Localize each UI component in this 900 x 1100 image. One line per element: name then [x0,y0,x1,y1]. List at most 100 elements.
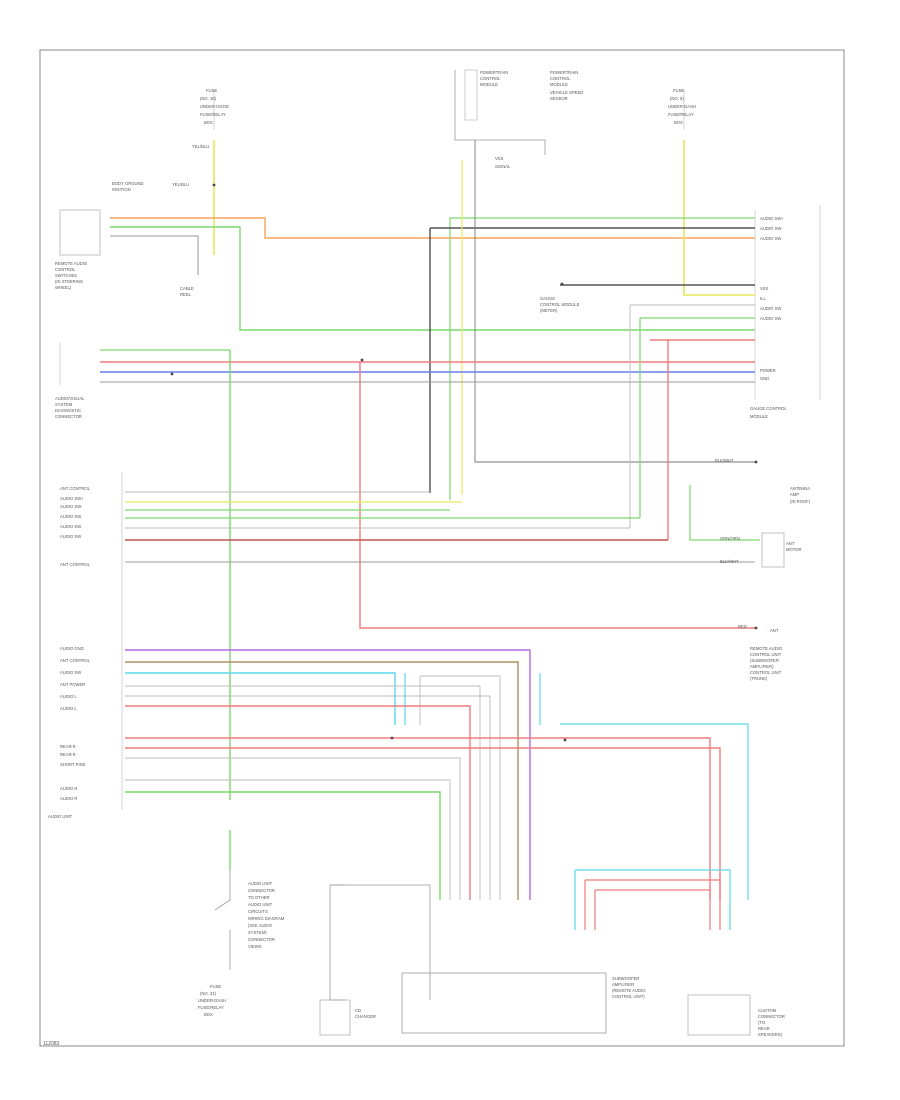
svg-text:SENSOR: SENSOR [550,96,568,101]
svg-text:AUDIO SW: AUDIO SW [60,514,81,519]
svg-text:MODULE: MODULE [550,82,568,87]
svg-text:AUDIO SW: AUDIO SW [60,524,81,529]
svg-text:GAUGE CONTROL: GAUGE CONTROL [750,406,787,411]
svg-text:MOTOR: MOTOR [786,547,802,552]
svg-text:CONTROL UNIT): CONTROL UNIT) [612,994,645,999]
svg-text:ANT: ANT [770,628,779,633]
svg-text:ANT CONTROL: ANT CONTROL [60,486,91,491]
svg-text:AUDIO SW: AUDIO SW [760,236,781,241]
svg-text:AUDIO SW: AUDIO SW [60,534,81,539]
svg-text:BLK/WHT: BLK/WHT [720,559,739,564]
svg-text:REAR R: REAR R [60,744,76,749]
svg-text:SHORT PINS: SHORT PINS [60,762,86,767]
fuse-block-left: FUSE (NO. 16) UNDER-HOOD FUSE/RELAY BOX [200,88,229,130]
svg-text:BOX: BOX [674,120,683,125]
svg-text:REMOTE AUDIO: REMOTE AUDIO [750,646,783,651]
svg-text:SUBWOOFER: SUBWOOFER [612,976,639,981]
svg-text:CD: CD [355,1008,361,1013]
speaker-left-bottom: AUDIO UNIT CONNECTOR TO OTHER AUDIO UNIT… [198,870,285,1017]
svg-text:ANT POWER: ANT POWER [60,682,85,687]
svg-text:AUDIO SW: AUDIO SW [760,306,781,311]
svg-text:CONNECTOR: CONNECTOR [248,937,275,942]
svg-text:REMOTE AUDIO: REMOTE AUDIO [55,261,88,266]
svg-text:REEL: REEL [180,292,192,297]
svg-text:DIAGNOSTIC: DIAGNOSTIC [55,408,81,413]
svg-text:CABLE: CABLE [180,286,194,291]
audio-unit-connector: AUDIO UNIT ANT CONTROL AUDIO SW+ AUDIO S… [48,472,123,819]
svg-text:AMP: AMP [790,492,799,497]
svg-text:BLK/WHT: BLK/WHT [715,458,734,463]
svg-text:SIGNAL: SIGNAL [495,164,511,169]
svg-text:AUDIO R: AUDIO R [60,796,77,801]
svg-text:(NO. 6): (NO. 6) [670,96,684,101]
svg-text:CONNECTOR: CONNECTOR [248,888,275,893]
svg-text:AUDIO SW+: AUDIO SW+ [760,216,784,221]
svg-text:REAR R: REAR R [60,752,76,757]
fuse-block-right: FUSE (NO. 6) UNDER-DASH FUSE/RELAY BOX [668,88,696,130]
svg-text:(SEE AUDIO: (SEE AUDIO [248,923,273,928]
footer-code: 112083 [43,1041,60,1047]
svg-text:VIEWS: VIEWS [248,944,262,949]
svg-text:YEL/BLU: YEL/BLU [172,182,189,187]
subwoofer-box: CD CHANGER [319,884,431,1036]
svg-text:ANT CONTROL: ANT CONTROL [60,658,91,663]
svg-text:FUSE/RELAY: FUSE/RELAY [200,112,226,117]
svg-text:AUDIO SW+: AUDIO SW+ [60,496,84,501]
svg-text:ILL: ILL [760,296,766,301]
svg-text:(SUBWOOFER: (SUBWOOFER [750,658,779,663]
svg-text:FUSE: FUSE [206,88,217,93]
svg-text:SPEAKERS): SPEAKERS) [758,1032,783,1037]
power-module-top: POWERTRAIN CONTROL MODULE POWERTRAIN CON… [454,69,583,169]
svg-text:UNDER-DASH: UNDER-DASH [198,998,226,1003]
svg-text:AMPLIFIER: AMPLIFIER [612,982,634,987]
amp-connector: SUBWOOFER AMPLIFIER (REMOTE AUDIO CONTRO… [401,972,646,1034]
svg-text:FUSE: FUSE [210,984,221,989]
svg-text:CONTROL: CONTROL [55,267,76,272]
svg-text:AUDIO GND: AUDIO GND [60,646,84,651]
svg-text:MODULE: MODULE [750,414,768,419]
svg-text:GND: GND [760,376,769,381]
svg-text:WIRING DIAGRAM: WIRING DIAGRAM [248,916,285,921]
svg-text:IGNITION: IGNITION [112,187,131,192]
svg-text:BOX: BOX [204,120,213,125]
svg-text:(NO. 31): (NO. 31) [200,991,217,996]
svg-text:VEHICLE SPEED: VEHICLE SPEED [550,90,583,95]
svg-text:SYSTEM): SYSTEM) [248,930,267,935]
svg-text:(IN ROOF): (IN ROOF) [790,499,811,504]
svg-text:CONNECTOR: CONNECTOR [758,1014,785,1019]
svg-text:CONTROL MODULE: CONTROL MODULE [540,302,580,307]
svg-text:CONTROL: CONTROL [480,76,501,81]
svg-text:UNDER-DASH: UNDER-DASH [668,104,696,109]
svg-text:BODY GROUND: BODY GROUND [112,181,144,186]
svg-text:FUSE/RELAY: FUSE/RELAY [668,112,694,117]
svg-text:CONTROL UNIT: CONTROL UNIT [750,670,782,675]
svg-text:AMPLIFIER): AMPLIFIER) [750,664,774,669]
svg-text:GRN/ORN: GRN/ORN [720,536,740,541]
svg-text:RED: RED [738,624,747,629]
svg-text:CONNECTOR: CONNECTOR [55,414,82,419]
svg-text:POWER: POWER [760,368,776,373]
svg-text:CONTROL UNIT: CONTROL UNIT [750,652,782,657]
svg-text:SYSTEM: SYSTEM [55,402,73,407]
svg-text:ANTENNA: ANTENNA [790,486,810,491]
svg-text:ANT CONTROL: ANT CONTROL [60,562,91,567]
svg-text:WHEEL): WHEEL) [55,285,72,290]
svg-text:VSS: VSS [760,286,769,291]
svg-text:(TRUNK): (TRUNK) [750,676,768,681]
svg-text:TO OTHER: TO OTHER [248,895,270,900]
svg-text:AUDIO SW: AUDIO SW [760,316,781,321]
svg-text:AUDIO UNIT: AUDIO UNIT [248,902,273,907]
svg-text:(NO. 16): (NO. 16) [200,96,217,101]
svg-text:AUDIO UNIT: AUDIO UNIT [248,881,273,886]
svg-text:CUSTOM: CUSTOM [758,1008,777,1013]
svg-text:AUDIO L: AUDIO L [60,706,77,711]
svg-text:CIRCUITS: CIRCUITS [248,909,268,914]
svg-text:REAR: REAR [758,1026,770,1031]
svg-text:BOX: BOX [204,1012,213,1017]
svg-text:AUDIO SW-: AUDIO SW- [760,226,783,231]
svg-text:AUDIO R: AUDIO R [60,786,77,791]
connector-dots [170,183,758,742]
diagram-frame [39,49,845,1047]
svg-text:(TO: (TO [758,1020,766,1025]
